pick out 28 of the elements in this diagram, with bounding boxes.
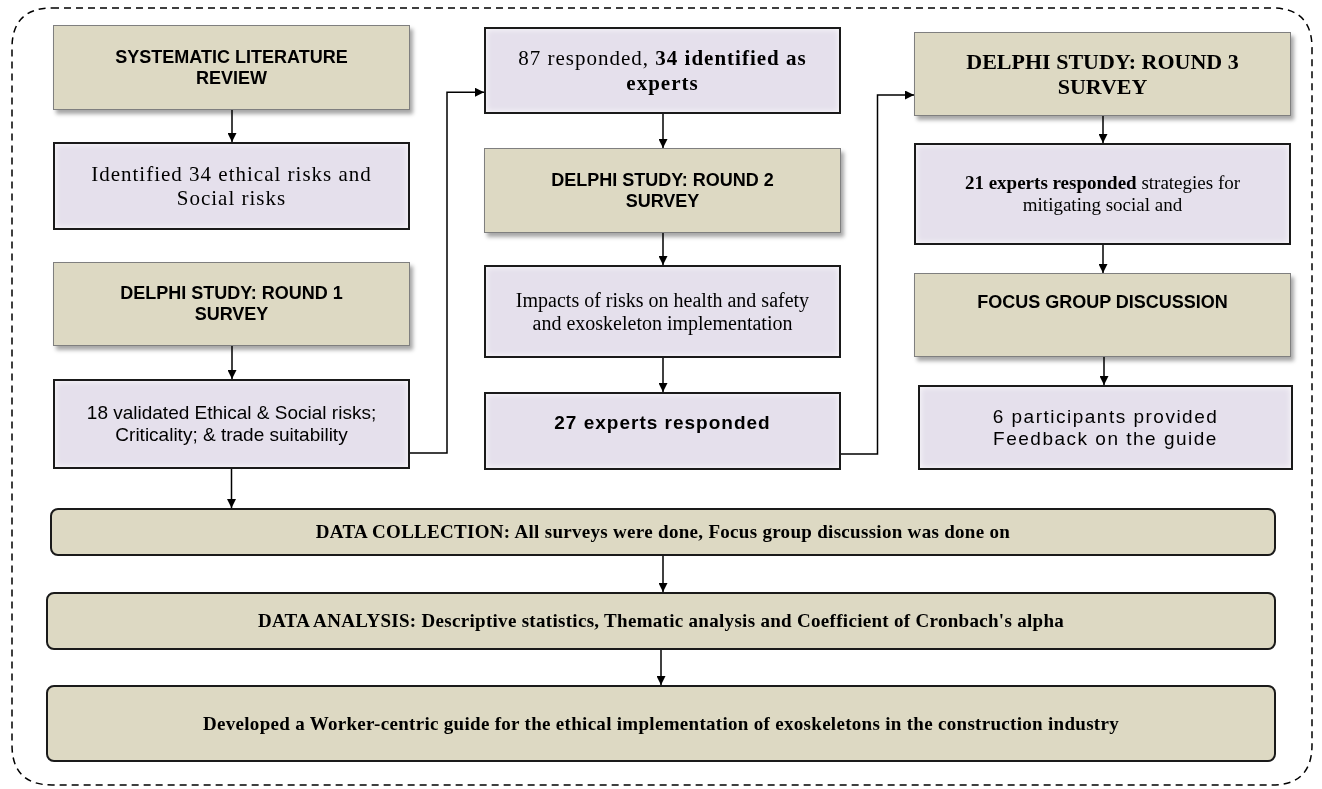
stage-box: SYSTEMATIC LITERATURE REVIEW	[53, 25, 410, 110]
arrow	[658, 232, 668, 266]
arrow	[227, 345, 237, 380]
arrow	[409, 87, 485, 454]
result-box: 18 validated Ethical & Social risks; Criticality; & trade suitability	[53, 379, 410, 469]
result-box: Impacts of risks on health and safety and exoskeleton implementation	[484, 265, 841, 358]
stage-box: DELPHI STUDY: ROUND 2 SURVEY	[484, 148, 841, 233]
stage-box: DELPHI STUDY: ROUND 3 SURVEY	[914, 32, 1291, 116]
stage-box: FOCUS GROUP DISCUSSION	[914, 273, 1291, 357]
stage-box: DELPHI STUDY: ROUND 1 SURVEY	[53, 262, 410, 346]
arrow	[840, 90, 915, 455]
arrow	[227, 109, 237, 143]
process-band: DATA ANALYSIS: Descriptive statistics, Thematic analysis and Coefficient of Cronbach's alpha	[46, 592, 1276, 650]
arrow	[1099, 356, 1109, 386]
result-box: 21 experts responded strategies for mitigating social and	[914, 143, 1291, 245]
result-box: 6 participants provided Feedback on the guide	[918, 385, 1293, 470]
process-band: DATA COLLECTION: All surveys were done, Focus group discussion was done on	[50, 508, 1276, 556]
arrow	[227, 468, 236, 509]
result-box: Identified 34 ethical risks and Social risks	[53, 142, 410, 230]
arrow	[658, 113, 668, 149]
result-box: 27 experts responded	[484, 392, 841, 470]
result-box: 87 responded, 34 identified as experts	[484, 27, 841, 114]
arrow	[1098, 115, 1108, 144]
process-band: Developed a Worker-centric guide for the ethical implementation of exoskeletons in the construction industry	[46, 685, 1276, 762]
arrow	[1098, 244, 1108, 274]
arrow	[656, 649, 666, 686]
arrow	[658, 357, 668, 393]
arrow	[658, 555, 668, 593]
